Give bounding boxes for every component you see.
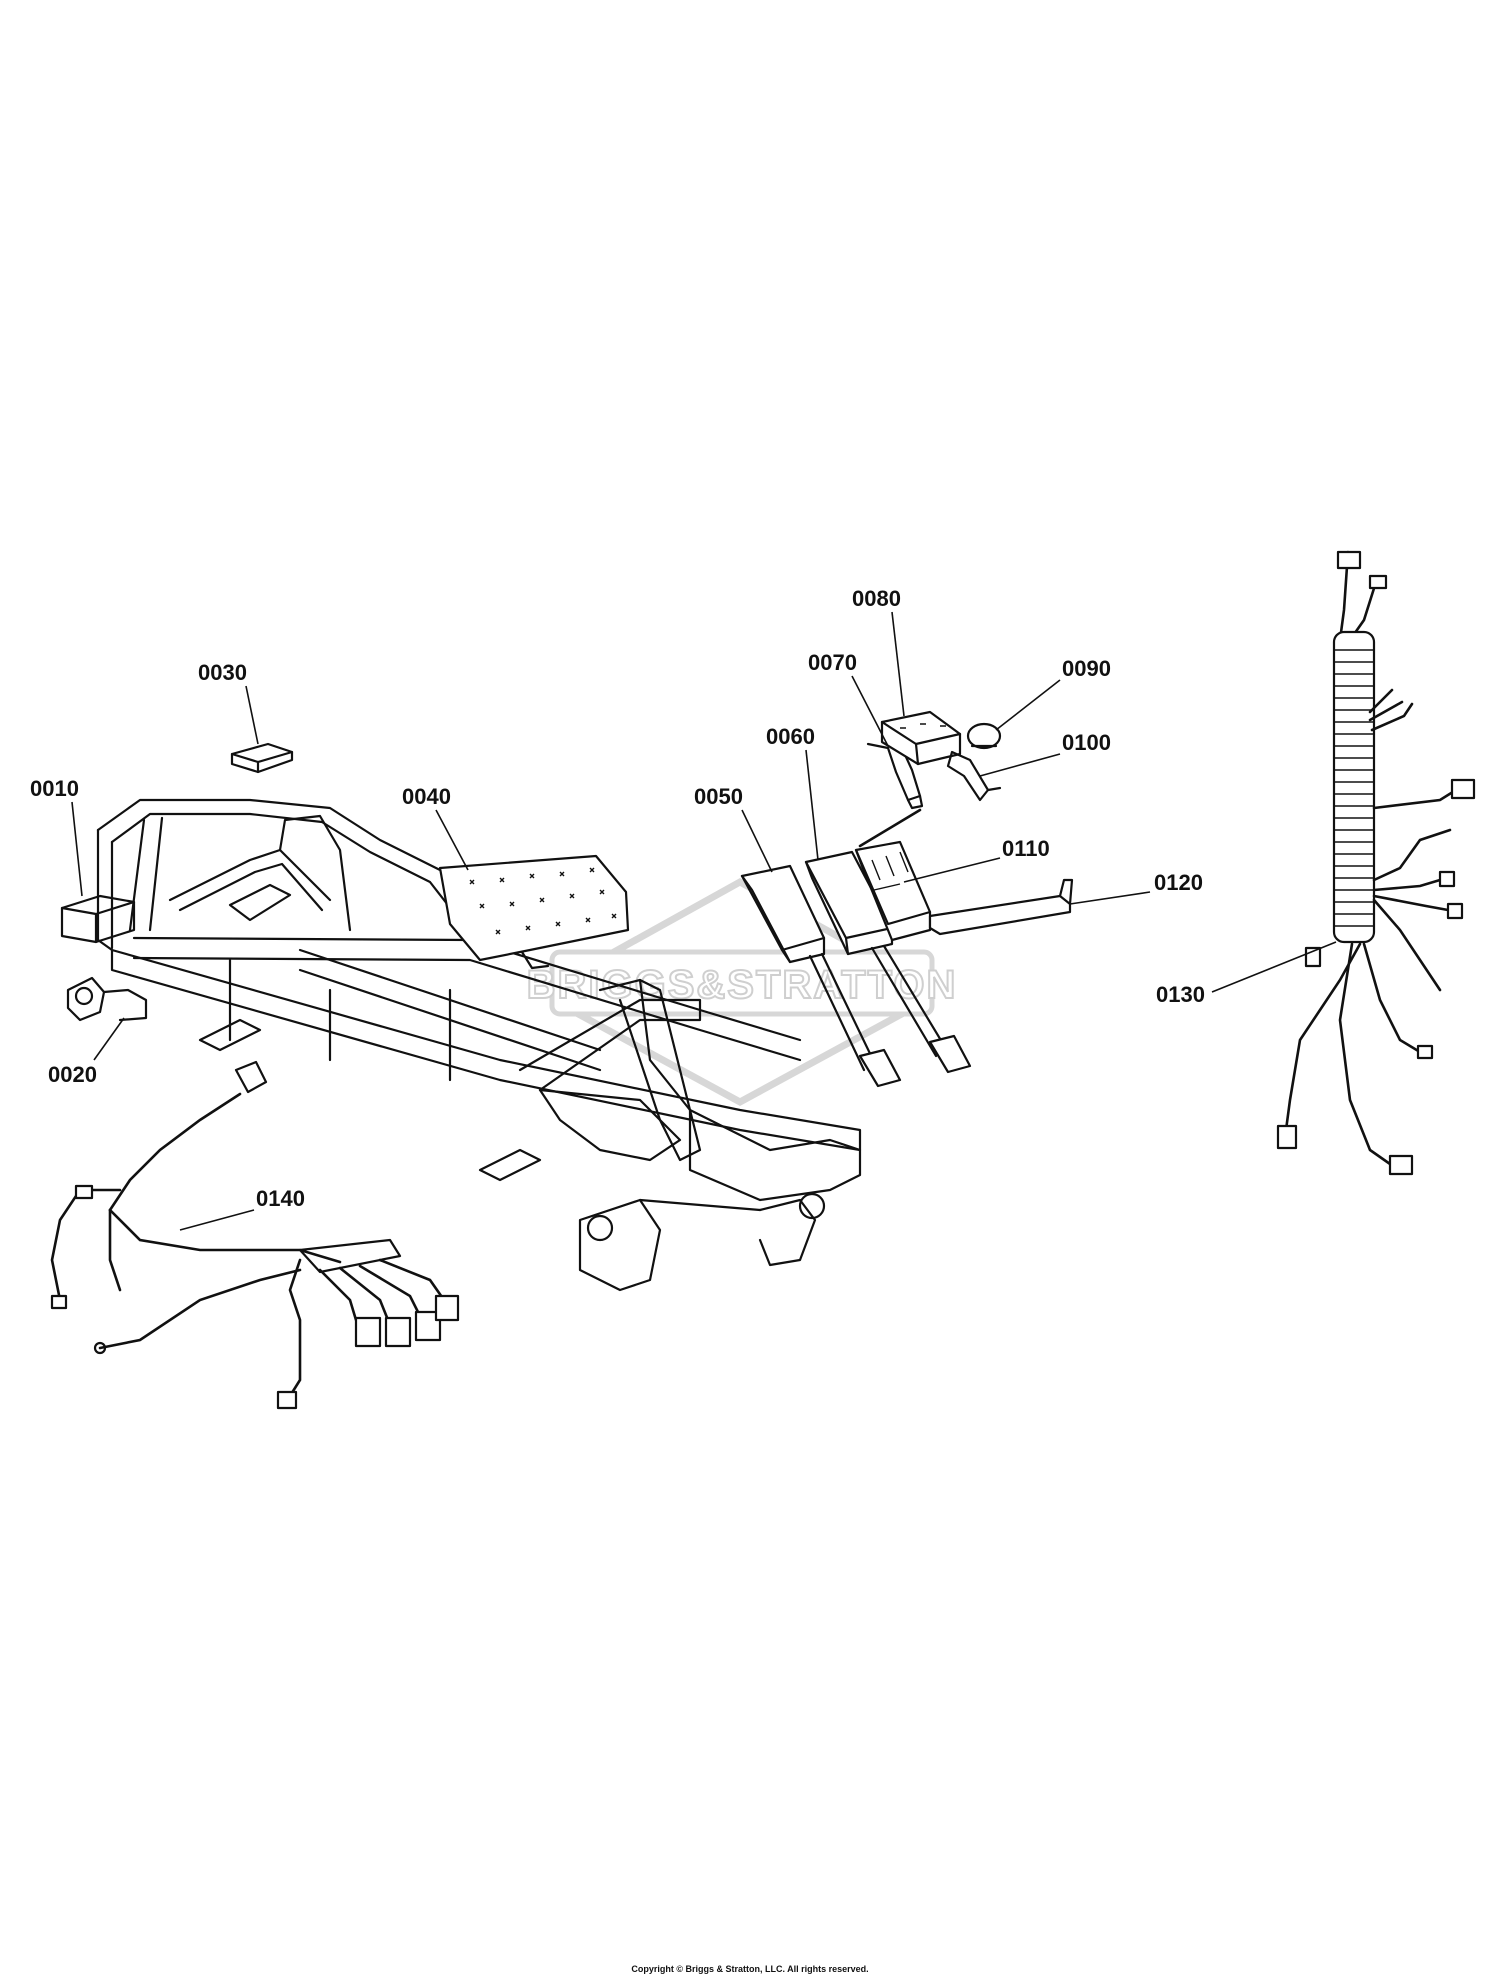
callout-0060: 0060 — [766, 724, 819, 861]
callout-0090: 0090 — [995, 656, 1111, 731]
part-0110-module — [854, 808, 932, 942]
callout-0080: 0080 — [852, 586, 905, 717]
callout-0130-label: 0130 — [1156, 982, 1205, 1007]
callout-0030: 0030 — [198, 660, 259, 745]
callout-0040: 0040 — [402, 784, 469, 871]
callout-0120: 0120 — [1069, 870, 1203, 905]
callout-0100: 0100 — [979, 730, 1111, 777]
callout-0070-label: 0070 — [808, 650, 857, 675]
copyright-notice: Copyright © Briggs & Stratton, LLC. All … — [631, 1964, 869, 1974]
callout-0100-label: 0100 — [1062, 730, 1111, 755]
callout-0010: 0010 — [30, 776, 83, 897]
part-main-frame — [96, 798, 862, 1292]
watermark-text: BRIGGS&STRATTON — [527, 963, 958, 1007]
part-0140-harness — [50, 1060, 460, 1410]
callout-0020: 0020 — [48, 1017, 125, 1087]
part-0080-relay — [880, 710, 962, 766]
part-0100-bracket — [946, 750, 1002, 802]
callout-0120-label: 0120 — [1154, 870, 1203, 895]
callout-0090-label: 0090 — [1062, 656, 1111, 681]
part-0130-harness — [1276, 550, 1476, 1176]
callout-0140-label: 0140 — [256, 1186, 305, 1211]
callout-0110: 0110 — [903, 836, 1050, 883]
callout-0060-label: 0060 — [766, 724, 815, 749]
part-0120-rail — [928, 878, 1074, 936]
callout-0020-label: 0020 — [48, 1062, 97, 1087]
watermark: BRIGGS&STRATTON — [526, 877, 958, 1106]
part-0070-bracket — [866, 742, 924, 810]
callout-0110-label: 0110 — [1002, 836, 1050, 861]
callout-0030-label: 0030 — [198, 660, 247, 685]
callout-0050-label: 0050 — [694, 784, 743, 809]
part-0050-module — [740, 864, 902, 1088]
callout-0050: 0050 — [694, 784, 773, 873]
callout-0080-label: 0080 — [852, 586, 901, 611]
part-0040-plate — [438, 854, 630, 970]
callout-0070: 0070 — [808, 650, 889, 747]
callout-0130: 0130 — [1156, 941, 1337, 1007]
part-0020-bracket — [66, 976, 148, 1022]
part-0030-pad — [230, 742, 294, 774]
callout-0040-label: 0040 — [402, 784, 451, 809]
callout-0010-label: 0010 — [30, 776, 79, 801]
part-0090-buzzer — [966, 722, 1002, 750]
callout-0140: 0140 — [179, 1186, 305, 1231]
part-0060-module — [804, 850, 972, 1074]
